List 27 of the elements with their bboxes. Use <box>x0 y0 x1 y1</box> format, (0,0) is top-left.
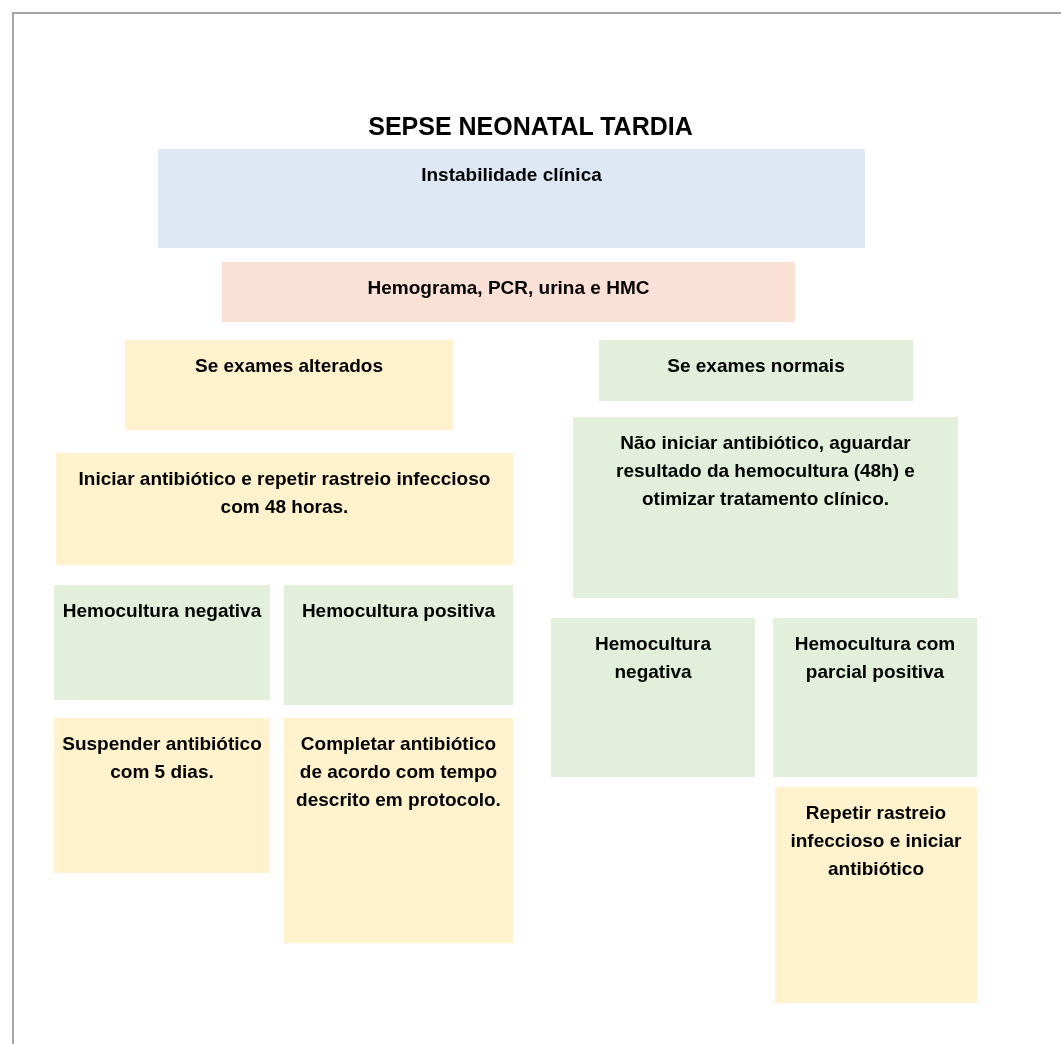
step-box <box>125 340 453 430</box>
step-text: Não iniciar antibiótico, aguardar resultado da hemocultura (48h) e otimizar tratamento clínico. <box>615 431 916 511</box>
step-text: Hemocultura positiva <box>300 599 497 623</box>
step-box <box>773 618 977 777</box>
step-text: Se exames normais <box>666 354 846 378</box>
step-box <box>775 787 977 1003</box>
step-text: Hemograma, PCR, urina e HMC <box>366 276 651 300</box>
step-text: Iniciar antibiótico e repetir rastreio infeccioso com 48 horas. <box>77 467 492 519</box>
step-box <box>599 340 913 401</box>
step-text: Hemocultura com parcial positiva <box>793 632 957 684</box>
step-text: Instabilidade clínica <box>420 163 603 187</box>
step-box <box>551 618 755 777</box>
step-box <box>284 718 513 943</box>
step-text: Repetir rastreio infeccioso e iniciar antibiótico <box>789 801 963 881</box>
step-box <box>158 149 865 248</box>
step-text: Suspender antibiótico com 5 dias. <box>62 732 262 784</box>
step-text: Se exames alterados <box>194 354 384 378</box>
step-box <box>222 262 795 322</box>
step-text: Completar antibiótico de acordo com tempo descrito em protocolo. <box>295 732 502 812</box>
step-box <box>56 453 513 565</box>
step-box <box>54 718 270 873</box>
step-text: Hemocultura negativa <box>593 632 713 684</box>
step-box <box>284 585 513 705</box>
diagram-title: SEPSE NEONATAL TARDIA <box>367 112 694 141</box>
step-text: Hemocultura negativa <box>62 599 262 623</box>
step-box <box>54 585 270 700</box>
step-box <box>573 417 958 598</box>
